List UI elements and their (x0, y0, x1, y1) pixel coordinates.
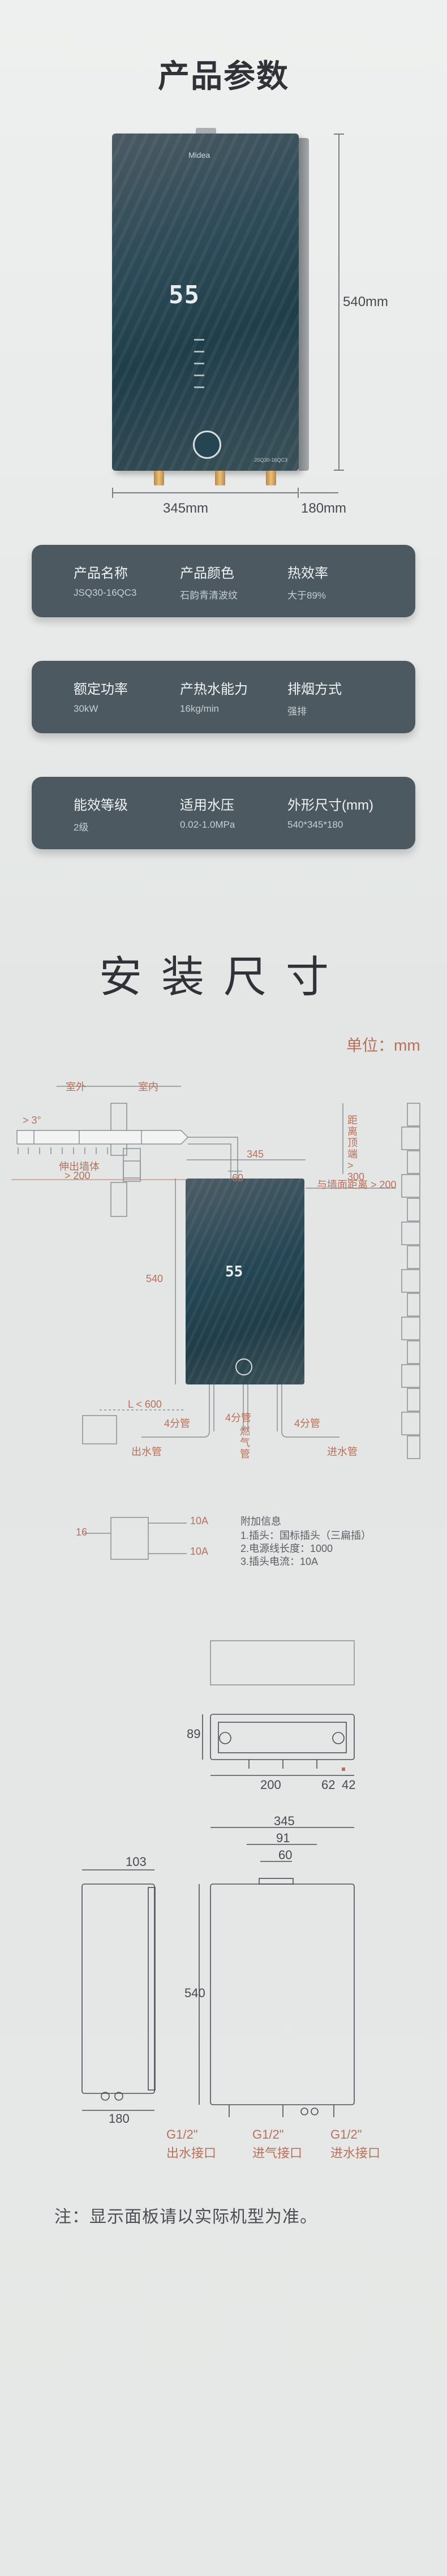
pipe-gas (215, 471, 225, 485)
spec-value: 大于89% (287, 590, 326, 601)
heater-model-tag: JSQ30-16QC3 (253, 457, 287, 463)
indoor-label: 室内 (138, 1081, 158, 1093)
depth-dim-line (300, 492, 338, 493)
port-outlet-size: G1/2" (166, 2127, 198, 2141)
installation-diagram-lines (11, 1086, 420, 1685)
spec-value: 强排 (287, 706, 307, 717)
display-panel-note: 注：显示面板请以实际机型为准。 (54, 2208, 317, 2226)
dim-345: 345 (247, 1149, 264, 1160)
spec-label: 适用水压 (180, 798, 234, 813)
height-dim-label: 540mm (343, 294, 389, 309)
extend-value: > 200 (65, 1170, 91, 1181)
port-outlet-name: 出水接口 (166, 2146, 217, 2160)
heater-wave-pattern (112, 134, 299, 471)
side-view-180: 180 (109, 2111, 130, 2126)
plug-10a-2: 10A (190, 1546, 209, 1557)
side-view-103: 103 (126, 1855, 147, 1869)
dim-60: 60 (232, 1172, 244, 1184)
spec-label: 外形尺寸(mm) (287, 798, 373, 813)
spec-label: 产品名称 (74, 566, 128, 581)
socket-distance: L < 600 (128, 1399, 162, 1410)
spec-value: 0.02-1.0MPa (180, 819, 235, 830)
install-heater-front: 55 (186, 1179, 304, 1384)
top-view-89: 89 (187, 1727, 201, 1741)
outlet-pipe-label: 出水管 (131, 1446, 162, 1457)
top-view-42: 42 (342, 1778, 356, 1792)
outdoor-label: 室外 (66, 1081, 86, 1093)
dim-540: 540 (146, 1273, 164, 1284)
pipe-outlet (154, 471, 164, 485)
ceiling-clearance: 距离顶端 > 300 (347, 1115, 365, 1182)
spec-value: 16kg/min (180, 703, 219, 714)
pipe-left-size: 4分管 (164, 1418, 191, 1429)
top-view-62: 62 (321, 1778, 336, 1792)
water-heater-image: Midea 55 JSQ30-16QC3 (112, 134, 309, 471)
pipe-right-size: 4分管 (294, 1418, 321, 1429)
spec-card-1: 产品名称 JSQ30-16QC3 产品颜色石韵青清波纹 热效率大于89% (32, 545, 415, 617)
width-dim-cap-right (298, 488, 299, 498)
spec-card-3: 能效等级 2级 适用水压 0.02-1.0MPa 外形尺寸(mm) 540*345*1… (32, 777, 415, 849)
width-dim-label: 345mm (163, 501, 209, 516)
port-gas-size: G1/2" (252, 2127, 284, 2141)
heater-display: 55 (169, 281, 200, 309)
spec-value: JSQ30-16QC3 (74, 587, 137, 598)
heater-brand-logo: Midea (188, 150, 210, 160)
height-dim-cap-bottom (334, 470, 344, 471)
spec-card-2: 额定功率 30kW 产热水能力 16kg/min 排烟方式强排 (32, 661, 415, 733)
inlet-pipe-label: 进水管 (327, 1446, 358, 1457)
spec-label: 能效等级 (74, 798, 128, 813)
install-heater-pattern (186, 1179, 304, 1384)
port-gas-name: 进气接口 (252, 2146, 303, 2160)
front-view-91: 91 (276, 1831, 290, 1845)
install-heater-display: 55 (225, 1263, 243, 1280)
pipe-mid-size: 4分管 (225, 1412, 252, 1424)
heater-side-panel (299, 138, 309, 471)
side-clearance: 与墙面距离 > 200 (317, 1179, 397, 1190)
width-dim-cap-left (112, 488, 113, 498)
heater-touch-keys (194, 329, 217, 398)
top-view-200: 200 (260, 1778, 281, 1792)
front-view-60: 60 (278, 1848, 293, 1862)
plug-16: 16 (76, 1526, 88, 1538)
unit-label: 单位：mm (346, 1037, 420, 1054)
spec-value: 石韵青清波纹 (180, 590, 238, 601)
extra-info-item: 2.电源线长度：1000 (240, 1543, 333, 1554)
pipe-inlet (266, 471, 276, 485)
install-heater-knob (235, 1358, 252, 1375)
width-dim-line (112, 492, 299, 493)
plug-10a-1: 10A (190, 1515, 209, 1526)
spec-label: 产热水能力 (180, 682, 248, 697)
spec-value: 540*345*180 (287, 819, 343, 830)
installation-diagram: 55 室外 室内 > 3° 伸出墙体 > 200 345 60 540 距离顶端… (0, 1064, 447, 1686)
extra-info-title: 附加信息 (240, 1516, 281, 1527)
height-dim-line (338, 134, 339, 471)
spec-label: 热效率 (287, 566, 328, 581)
front-view-345: 345 (274, 1814, 295, 1828)
spec-label: 额定功率 (74, 682, 128, 697)
extra-info-item: 3.插头电流：10A (240, 1556, 319, 1567)
extra-info-item: 1.插头：国标插头（三扁插） (240, 1530, 372, 1541)
slope-label: > 3° (23, 1115, 41, 1126)
front-view-540: 540 (184, 1986, 205, 2000)
params-title: 产品参数 (158, 58, 289, 94)
height-dim-cap-top (334, 134, 344, 135)
port-inlet-size: G1/2" (330, 2127, 362, 2141)
spec-value: 30kW (74, 703, 98, 714)
install-title: 安装尺寸 (99, 953, 348, 1001)
extend-label: 伸出墙体 (59, 1161, 100, 1172)
spec-value: 2级 (74, 822, 89, 833)
port-inlet-name: 进水接口 (330, 2146, 381, 2160)
spec-label: 产品颜色 (180, 566, 234, 581)
gas-pipe-label: 燃气管 (240, 1426, 250, 1460)
technical-drawings (81, 1714, 355, 2117)
spec-label: 排烟方式 (287, 682, 342, 697)
heater-knob (193, 431, 221, 459)
depth-dim-label: 180mm (301, 501, 347, 516)
